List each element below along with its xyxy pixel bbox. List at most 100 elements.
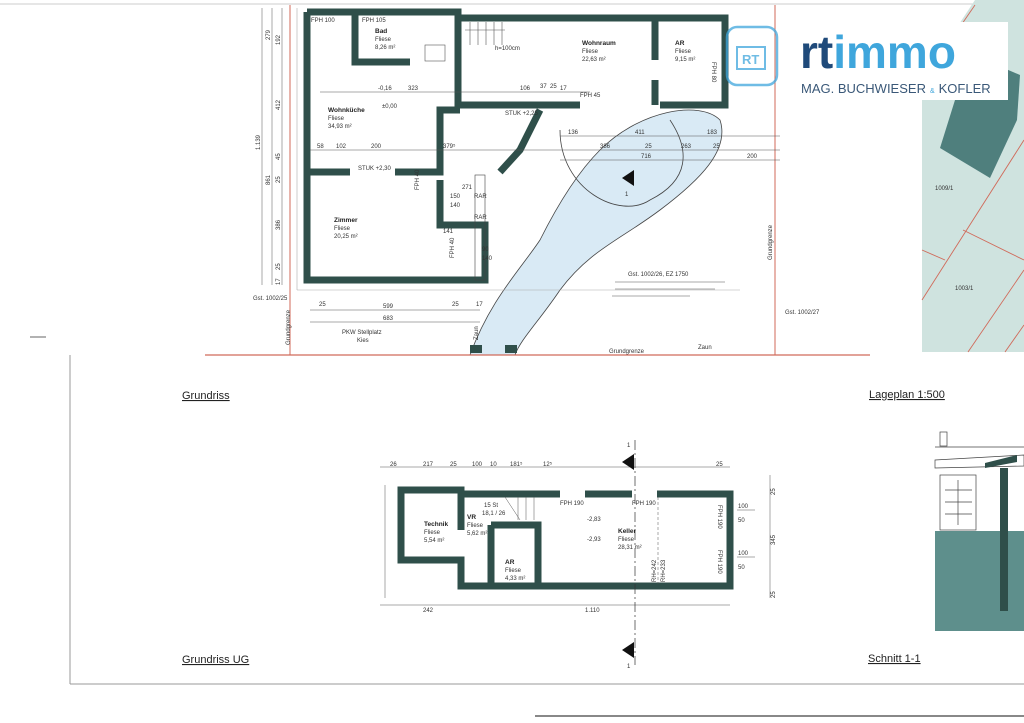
svg-text:Wohnküche: Wohnküche xyxy=(328,107,365,114)
svg-text:411: 411 xyxy=(635,130,645,136)
svg-text:242: 242 xyxy=(423,608,434,614)
svg-text:379⁵: 379⁵ xyxy=(443,143,456,150)
svg-text:Keller: Keller xyxy=(618,528,637,535)
window xyxy=(939,474,977,531)
svg-text:FPH 80: FPH 80 xyxy=(710,62,716,83)
basement-plan: 1 1 xyxy=(380,440,771,670)
svg-text:150: 150 xyxy=(450,194,461,200)
svg-text:136: 136 xyxy=(568,130,579,136)
svg-text:Fliese: Fliese xyxy=(334,226,351,232)
svg-text:Fliese: Fliese xyxy=(328,116,345,122)
svg-text:25: 25 xyxy=(771,591,777,598)
svg-text:9,15 m²: 9,15 m² xyxy=(675,57,695,63)
logo-badge-text: RT xyxy=(742,52,759,67)
svg-text:20,25 m²: 20,25 m² xyxy=(334,234,358,240)
garden-path xyxy=(469,109,723,356)
svg-text:599: 599 xyxy=(383,304,394,310)
svg-text:140: 140 xyxy=(482,256,493,262)
logo-tagline: MAG. BUCHWIESER&KOFLER xyxy=(801,81,991,96)
svg-text:90: 90 xyxy=(482,247,489,253)
svg-text:FPH 40: FPH 40 xyxy=(450,237,456,258)
ground-floor-dimensions: 102 200 379⁵ 58 323 106 37 25 17 136 411… xyxy=(256,29,758,322)
logo-badge-frame xyxy=(725,25,779,87)
svg-text:Gst. 1002/27: Gst. 1002/27 xyxy=(785,310,820,316)
logo-wordmark: rtimmo xyxy=(800,26,956,78)
ground-floor-plan: 1 xyxy=(205,5,870,356)
svg-text:FPH 190: FPH 190 xyxy=(632,501,656,507)
logo-backdrop xyxy=(796,22,1008,100)
svg-text:STUK +2,30: STUK +2,30 xyxy=(358,166,392,172)
svg-text:RH=242: RH=242 xyxy=(652,559,658,582)
svg-text:Grundgrenze: Grundgrenze xyxy=(768,224,774,260)
svg-text:Gst. 1002/25: Gst. 1002/25 xyxy=(253,296,288,302)
svg-text:181⁵: 181⁵ xyxy=(510,461,523,468)
ground-floor-notes: FPH 100 FPH 105 FPH 45 FPH 80 FPH 40 FPH… xyxy=(253,18,820,355)
svg-text:17: 17 xyxy=(560,86,567,92)
svg-text:-0,16: -0,16 xyxy=(378,86,392,92)
svg-text:28,31 m²: 28,31 m² xyxy=(618,545,642,551)
svg-text:-2,83: -2,83 xyxy=(587,517,601,523)
svg-text:50: 50 xyxy=(738,518,745,524)
svg-text:1.139: 1.139 xyxy=(256,134,262,150)
svg-text:Zaun: Zaun xyxy=(474,326,480,340)
svg-text:Fliese: Fliese xyxy=(424,530,441,536)
rtimmo-logo: RT rtimmo MAG. BUCHWIESER&KOFLER xyxy=(725,22,1008,100)
room-keller: Keller Fliese 28,31 m² xyxy=(618,528,642,551)
svg-text:25: 25 xyxy=(452,302,459,308)
svg-text:17: 17 xyxy=(276,278,282,285)
section-drawing xyxy=(934,431,1024,631)
svg-text:25: 25 xyxy=(550,84,557,90)
room-bad: Bad Fliese 8,26 m² xyxy=(375,28,395,51)
svg-text:Zaun: Zaun xyxy=(698,345,712,351)
svg-text:25: 25 xyxy=(771,488,777,495)
svg-text:FPH 100: FPH 100 xyxy=(311,18,335,24)
svg-text:Zimmer: Zimmer xyxy=(334,217,358,224)
svg-text:141: 141 xyxy=(443,229,454,235)
room-wohnkueche: Wohnküche Fliese 34,93 m² xyxy=(328,107,365,130)
svg-text:8,26 m²: 8,26 m² xyxy=(375,45,395,51)
svg-text:412: 412 xyxy=(276,99,282,110)
svg-text:25: 25 xyxy=(319,302,326,308)
svg-text:861: 861 xyxy=(266,174,272,185)
svg-text:RAR: RAR xyxy=(474,215,487,221)
svg-text:FPH 190: FPH 190 xyxy=(560,501,584,507)
svg-text:Fliese: Fliese xyxy=(675,49,692,55)
svg-text:263: 263 xyxy=(681,144,692,150)
title-grundriss-ug: Grundriss UG xyxy=(182,654,249,666)
svg-text:37: 37 xyxy=(540,84,547,90)
svg-text:25: 25 xyxy=(716,462,723,468)
svg-text:217: 217 xyxy=(423,462,434,468)
svg-text:25: 25 xyxy=(450,462,457,468)
svg-text:Grundgrenze: Grundgrenze xyxy=(286,309,292,345)
chimney xyxy=(939,431,948,447)
room-technik: Technik Fliese 5,54 m² xyxy=(424,521,448,544)
svg-text:PKW Stellplatz: PKW Stellplatz xyxy=(342,330,382,336)
svg-text:100: 100 xyxy=(738,504,749,510)
svg-text:25: 25 xyxy=(276,263,282,270)
section-marker-label: 1 xyxy=(625,192,629,198)
title-schnitt: Schnitt 1-1 xyxy=(868,653,921,665)
svg-text:22,63 m²: 22,63 m² xyxy=(582,57,606,63)
svg-text:25: 25 xyxy=(713,144,720,150)
svg-text:12⁵: 12⁵ xyxy=(543,461,553,468)
svg-text:200: 200 xyxy=(371,144,382,150)
room-vr: VR Fliese 5,62 m² xyxy=(467,514,487,537)
svg-text:106: 106 xyxy=(520,86,531,92)
svg-text:58: 58 xyxy=(317,144,324,150)
svg-text:Fliese: Fliese xyxy=(618,537,635,543)
room-wohnraum: Wohnraum Fliese 22,63 m² xyxy=(582,40,616,63)
svg-text:279: 279 xyxy=(266,29,272,40)
room-ar-basement: AR Fliese 4,33 m² xyxy=(505,559,525,582)
svg-text:VR: VR xyxy=(467,514,476,521)
svg-text:AR: AR xyxy=(675,40,685,47)
svg-text:50: 50 xyxy=(738,565,745,571)
svg-text:RAR: RAR xyxy=(474,194,487,200)
svg-text:271: 271 xyxy=(462,185,473,191)
svg-text:45: 45 xyxy=(276,153,282,160)
svg-text:Grundgrenze: Grundgrenze xyxy=(609,349,645,355)
svg-text:FPH 105: FPH 105 xyxy=(362,18,386,24)
svg-text:18,1 / 26: 18,1 / 26 xyxy=(482,511,506,517)
svg-text:100: 100 xyxy=(738,551,749,557)
svg-text:386: 386 xyxy=(276,219,282,230)
